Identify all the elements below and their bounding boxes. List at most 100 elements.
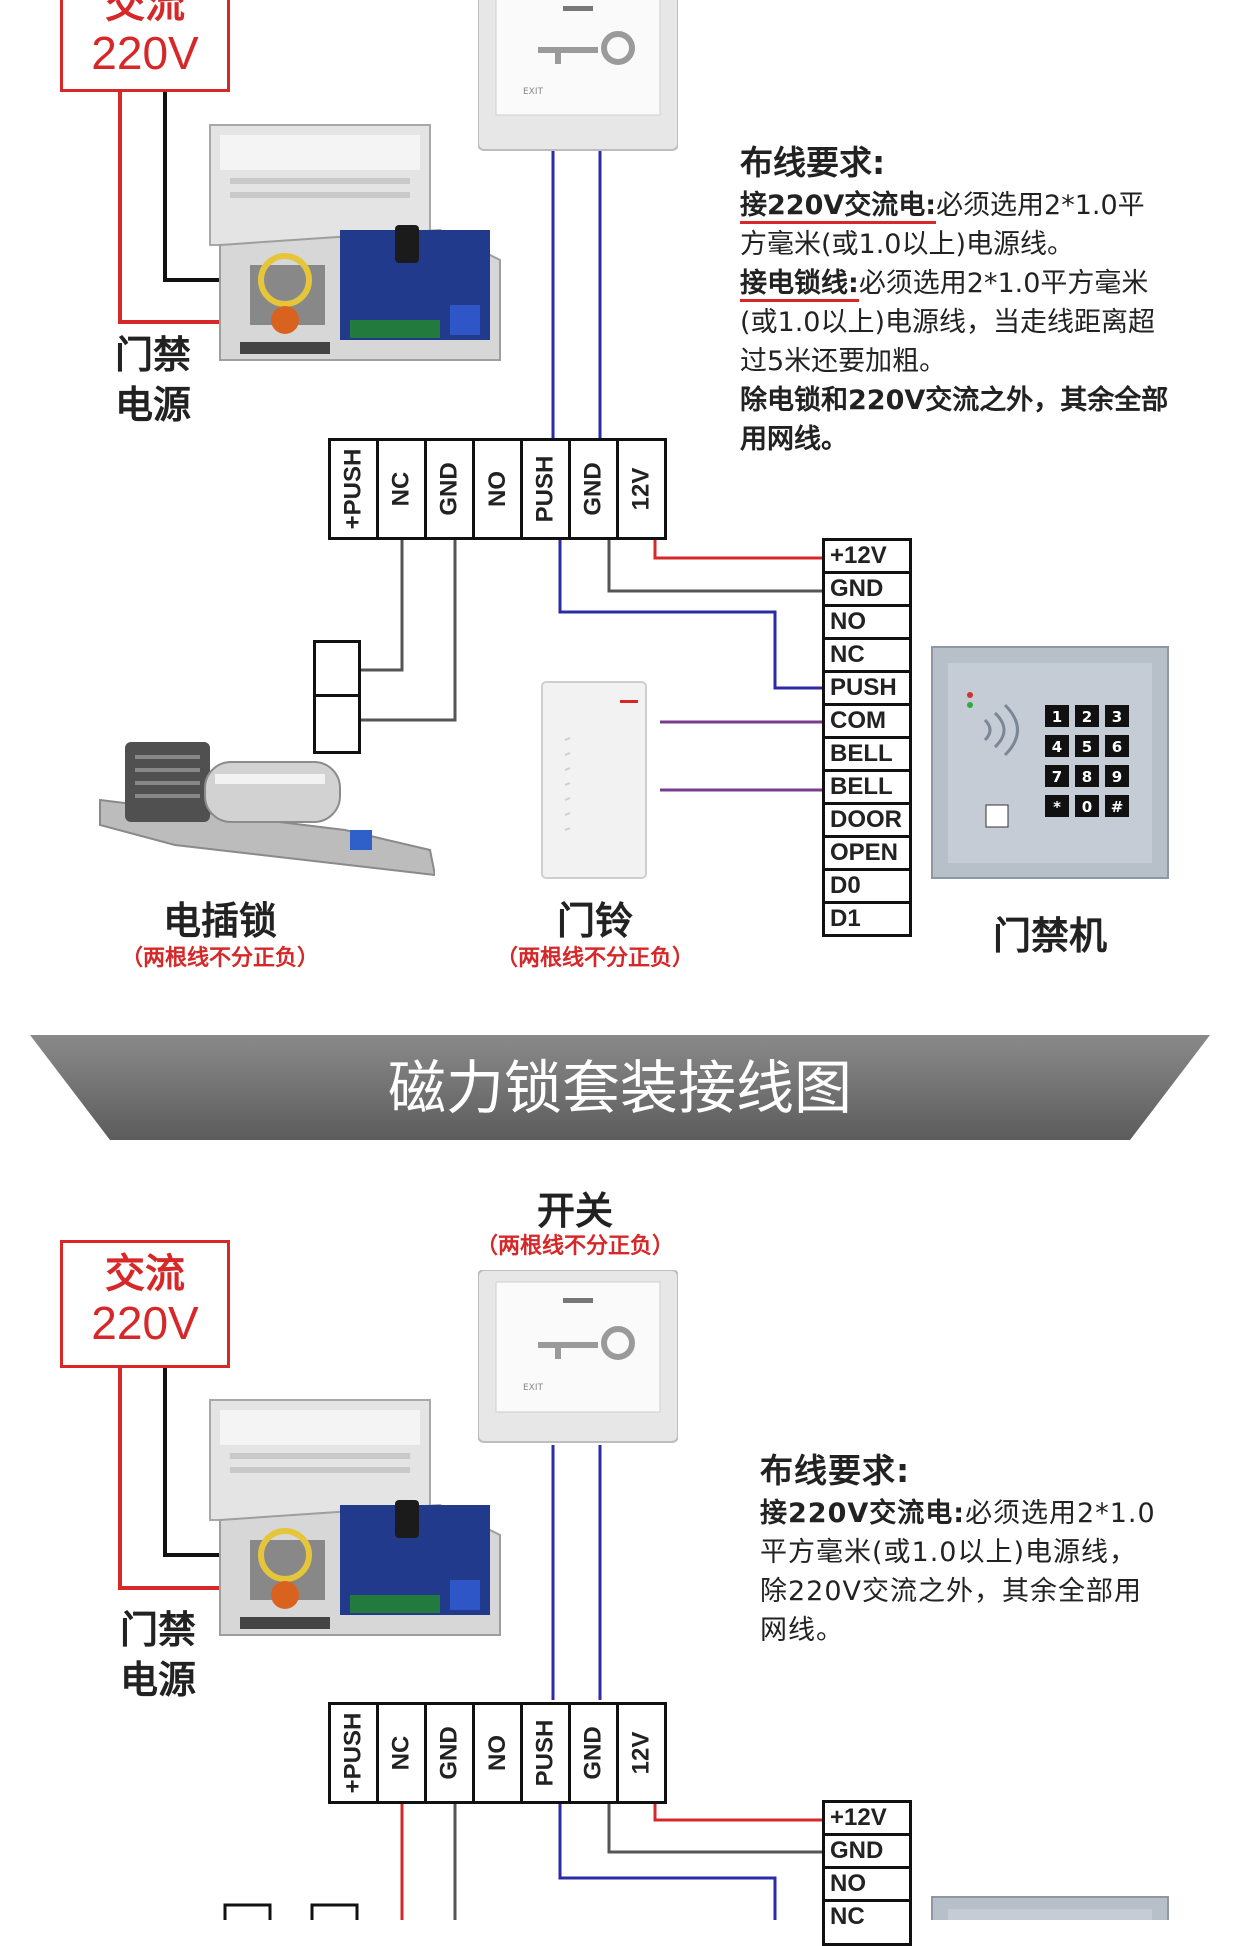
banner-title: 磁力锁套装接线图	[387, 1054, 852, 1122]
key-label: #	[1111, 798, 1124, 816]
exit-button-top: EXIT	[477, 0, 679, 155]
terminal-cell: GND	[427, 441, 475, 537]
terminal-cell: 12V	[627, 467, 655, 511]
rfid-icon	[983, 703, 1019, 757]
keypad-terminal: GND	[825, 574, 909, 607]
exit-text: EXIT	[523, 1383, 544, 1393]
bell-label: 门铃	[556, 899, 633, 943]
ac-wire-black-bottom	[163, 1365, 230, 1557]
terminal-cell: PUSH	[523, 1705, 571, 1801]
psu-label-line2: 电源	[120, 1658, 197, 1702]
lock-term-bottom-2	[310, 1903, 359, 1920]
keypad-terminal: GND	[825, 1836, 909, 1869]
wiring-requirements-top: 布线要求: 接220V交流电:必须选用2*1.0平方毫米(或1.0以上)电源线。…	[740, 140, 1170, 459]
lock-wire-nc	[356, 536, 404, 672]
keypad-terminal: COM	[825, 706, 909, 739]
section-banner	[0, 1030, 1240, 1145]
psu-label-top: 门禁 电源	[115, 330, 191, 430]
ac-220v-box-bottom: 交流 220V	[60, 1240, 230, 1368]
ac-220v-box-top: 交流 220V	[60, 0, 230, 92]
key-label: *	[1053, 798, 1061, 816]
terminal-cell: 12V	[627, 1731, 655, 1775]
keypad-terminal: NC	[825, 640, 909, 673]
wire-push-top	[558, 536, 826, 690]
psu-label-line1: 门禁	[115, 333, 192, 377]
wire-push-bottom	[558, 1800, 777, 1920]
wiring-requirements-bottom: 布线要求: 接220V交流电:必须选用2*1.0平方毫米(或1.0以上)电源线，…	[760, 1448, 1160, 1650]
keypad-terminal: BELL	[825, 772, 909, 805]
keypad-terminal: NO	[825, 1869, 909, 1902]
psu-label-line2: 电源	[115, 383, 192, 427]
ac-box-line2: 220V	[91, 27, 199, 79]
req-item2-text: 必须选用2*1.0平方毫米(或1.0以上)电源线，当走线距离超过5米还要加粗。	[740, 268, 1156, 377]
keypad-terminal: OPEN	[825, 838, 909, 871]
terminal-cell: GND	[427, 1705, 475, 1801]
key-label: 9	[1112, 768, 1122, 786]
key-label: 0	[1082, 798, 1092, 816]
terminal-cell: PUSH	[523, 441, 571, 537]
keypad-terminal: +12V	[825, 1803, 909, 1836]
lock-wire-gnd	[356, 536, 457, 722]
requirements-title: 布线要求:	[740, 143, 886, 182]
key-label: 7	[1052, 768, 1062, 786]
ac-wire-red-bottom	[118, 1365, 230, 1590]
psu-terminal-block-bottom: +PUSH NC GND NO PUSH GND 12V	[328, 1702, 667, 1804]
keypad-terminal: D1	[830, 905, 861, 932]
req-item1-text: 必须选用2*1.0平方毫米(或1.0以上)电源线。	[740, 190, 1145, 260]
lock-terminal-1	[313, 640, 361, 700]
ac-box-line2: 220V	[91, 1297, 199, 1349]
wire-gnd-bottom	[607, 1800, 826, 1854]
key-label: 5	[1082, 738, 1092, 756]
ac-box-line1: 交流	[105, 0, 185, 26]
keypad-terminal: +12V	[825, 541, 909, 574]
psu-terminal-block-top: +PUSH NC GND NO PUSH GND 12V	[328, 438, 667, 540]
ac-box-line1: 交流	[105, 1252, 185, 1296]
lock-sublabel: （两根线不分正负）	[120, 946, 319, 971]
bell-sublabel: （两根线不分正负）	[495, 946, 694, 971]
wire-12v-top	[653, 536, 826, 560]
switch-sublabel: （两根线不分正负）	[475, 1234, 674, 1259]
ac-wire-red-top	[118, 90, 230, 324]
lock-label: 电插锁	[162, 899, 277, 943]
key-icon	[538, 31, 635, 65]
keypad-terminal: NC	[830, 1903, 865, 1930]
wire-12v-bottom	[653, 1800, 826, 1822]
terminal-cell: NO	[475, 441, 523, 537]
req-item1-label: 接220V交流电:	[760, 1498, 966, 1529]
req-item3-text: 除电锁和220V交流之外，其余全部用网线。	[740, 385, 1169, 455]
terminal-cell: NC	[379, 441, 427, 537]
req-item2-label: 接电锁线:	[740, 268, 859, 302]
wire-gnd-top	[607, 536, 826, 593]
exit-text: EXIT	[523, 87, 544, 97]
terminal-cell: GND	[571, 441, 619, 537]
req-item1-label: 接220V交流电:	[740, 190, 937, 224]
psu-device-bottom	[200, 1395, 515, 1645]
keypad-terminal: PUSH	[825, 673, 909, 706]
key-icon	[538, 1326, 635, 1360]
key-label: 1	[1052, 708, 1062, 726]
requirements-title: 布线要求:	[760, 1451, 911, 1490]
psu-label-bottom: 门禁 电源	[120, 1605, 196, 1705]
keypad-terminal: D0	[825, 871, 909, 904]
keypad-terminal-block-top: +12V GND NO NC PUSH COM BELL BELL DOOR O…	[822, 538, 912, 937]
doorbell-device	[540, 680, 650, 880]
ac-wire-black-top	[163, 90, 230, 282]
keypad-terminal-block-bottom: +12V GND NO NC	[822, 1800, 912, 1946]
terminal-cell: +PUSH	[331, 1705, 379, 1801]
lock-term-bottom-1	[223, 1903, 272, 1920]
exit-button-bottom: EXIT	[477, 1269, 679, 1449]
keypad-terminal: DOOR	[825, 805, 909, 838]
psu-device-top	[200, 120, 515, 370]
electric-bolt-lock	[95, 730, 437, 890]
switch-label: 开关	[536, 1189, 613, 1233]
key-label: 2	[1082, 708, 1092, 726]
terminal-cell: NO	[475, 1705, 523, 1801]
terminal-cell: +PUSH	[331, 441, 379, 537]
keypad-label: 门禁机	[992, 914, 1107, 958]
keypad-terminal: BELL	[825, 739, 909, 772]
key-label: 8	[1082, 768, 1092, 786]
req-item1-text: 必须选用2*1.0平方毫米(或1.0以上)电源线，除220V交流之外，其余全部用…	[760, 1498, 1156, 1646]
key-label: 3	[1112, 708, 1122, 726]
